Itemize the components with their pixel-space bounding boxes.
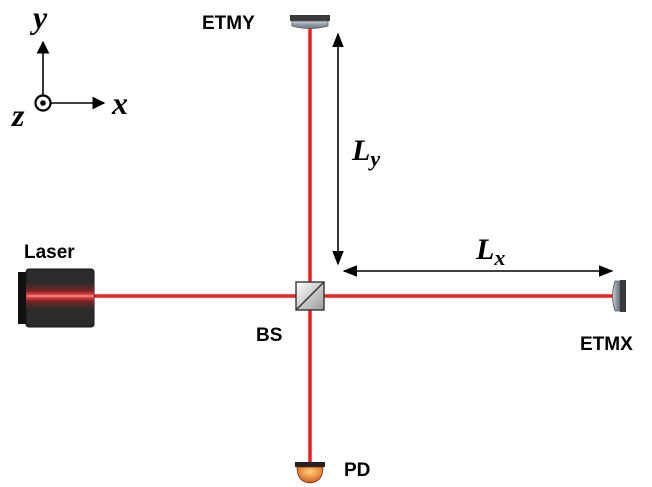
etmx-mirror [612,280,626,312]
laser-source [18,268,95,328]
lx-label: Lx [475,233,505,270]
ly-label: Ly [351,134,380,171]
pd-label: PD [344,460,370,481]
z-axis-label: z [11,97,25,133]
laser-label: Laser [24,242,75,263]
etmx-label: ETMX [580,334,633,355]
beam-splitter [295,281,325,311]
etmy-label: ETMY [202,13,255,34]
coordinate-axes: y x z [11,0,128,133]
x-axis-label: x [111,85,128,121]
y-axis-label: y [29,0,48,35]
laser-beams [94,24,614,462]
bs-label: BS [256,325,282,346]
photodetector [295,462,325,484]
etmy-mirror [290,15,330,29]
